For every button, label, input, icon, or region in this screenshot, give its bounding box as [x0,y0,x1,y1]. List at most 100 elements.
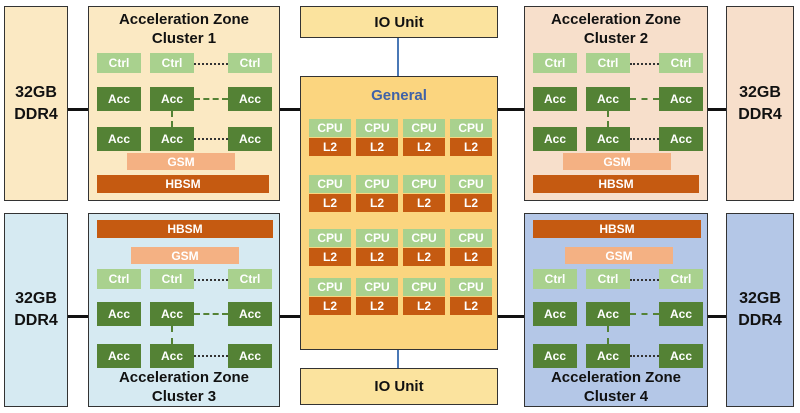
ctrl-unit: Ctrl [228,269,272,289]
acc-unit: Acc [97,87,141,111]
general-title: General [371,87,427,104]
acc-connector [607,326,609,344]
gsm-unit: GSM [565,247,673,264]
hbsm-unit: HBSM [97,175,269,193]
acceleration-zone-cluster-2: Acceleration Zone Cluster 2 Ctrl Ctrl Ct… [524,6,708,201]
l2-cache: L2 [450,248,492,266]
ctrl-unit: Ctrl [228,53,272,73]
acc-connector [194,355,228,357]
acc-connector [171,326,173,344]
link-cluster2-ddr [708,108,726,111]
cluster-title: Acceleration Zone Cluster 2 [550,11,682,47]
hbsm-unit: HBSM [97,220,273,238]
cpu-core: CPU [450,278,492,296]
acc-unit: Acc [533,87,577,111]
acc-unit: Acc [97,127,141,151]
ctrl-unit: Ctrl [150,53,194,73]
acc-unit: Acc [97,302,141,326]
acc-unit: Acc [228,302,272,326]
acc-unit: Acc [228,87,272,111]
l2-cache: L2 [356,248,398,266]
ctrl-connector [630,279,659,281]
acc-unit: Acc [659,302,703,326]
acc-unit: Acc [150,127,194,151]
ctrl-unit: Ctrl [533,269,577,289]
cpu-core: CPU [403,278,445,296]
acc-connector [194,98,228,100]
acc-connector [630,313,659,315]
acc-unit: Acc [586,344,630,368]
link-io-bottom [397,350,399,368]
acc-connector [194,138,228,140]
link-cluster4-ddr [708,315,726,318]
ctrl-unit: Ctrl [533,53,577,73]
acc-unit: Acc [150,87,194,111]
cpu-core: CPU [309,278,351,296]
l2-cache: L2 [403,194,445,212]
l2-cache: L2 [450,297,492,315]
cpu-core: CPU [403,175,445,193]
cluster-title: Acceleration Zone Cluster 4 [550,369,682,405]
l2-cache: L2 [403,138,445,156]
hbsm-unit: HBSM [533,220,701,238]
ddr4-memory-bottom-left: 32GB DDR4 [4,213,68,407]
acc-unit: Acc [97,344,141,368]
gsm-unit: GSM [563,153,671,170]
ctrl-unit: Ctrl [659,269,703,289]
l2-cache: L2 [450,194,492,212]
link-cluster1-general [280,108,300,111]
l2-cache: L2 [356,138,398,156]
ddr4-memory-top-left: 32GB DDR4 [4,6,68,201]
link-ddr-cluster3 [68,315,88,318]
ctrl-connector [630,63,659,65]
acc-connector [630,98,659,100]
ctrl-connector [194,63,228,65]
acc-unit: Acc [533,127,577,151]
link-general-cluster4 [498,315,524,318]
acc-connector [630,355,659,357]
acceleration-zone-cluster-3: HBSM GSM Ctrl Ctrl Ctrl Acc Acc Acc Acc … [88,213,280,407]
ctrl-connector [194,279,228,281]
ctrl-unit: Ctrl [659,53,703,73]
acc-connector [171,111,173,127]
l2-cache: L2 [309,138,351,156]
cpu-core: CPU [309,175,351,193]
acc-unit: Acc [586,87,630,111]
l2-cache: L2 [356,194,398,212]
cpu-core: CPU [450,229,492,247]
acc-unit: Acc [228,127,272,151]
ddr4-memory-bottom-right: 32GB DDR4 [726,213,794,407]
acc-unit: Acc [659,344,703,368]
link-io-top [397,38,399,76]
cpu-core: CPU [356,175,398,193]
acc-connector [607,111,609,127]
cpu-core: CPU [356,119,398,137]
cpu-core: CPU [309,229,351,247]
l2-cache: L2 [309,297,351,315]
acc-connector [194,313,228,315]
hbsm-unit: HBSM [533,175,699,193]
acc-unit: Acc [533,302,577,326]
link-general-cluster2 [498,108,524,111]
ctrl-unit: Ctrl [150,269,194,289]
cluster-title: Acceleration Zone Cluster 1 [118,11,250,47]
l2-cache: L2 [450,138,492,156]
cluster-title: Acceleration Zone Cluster 3 [118,369,250,405]
acc-unit: Acc [586,302,630,326]
acc-unit: Acc [150,302,194,326]
link-cluster3-general [280,315,300,318]
io-unit-bottom: IO Unit [300,368,498,405]
acc-unit: Acc [659,87,703,111]
cpu-core: CPU [403,229,445,247]
acc-unit: Acc [533,344,577,368]
io-unit-top: IO Unit [300,6,498,38]
acceleration-zone-cluster-4: HBSM GSM Ctrl Ctrl Ctrl Acc Acc Acc Acc … [524,213,708,407]
cpu-core: CPU [450,119,492,137]
ddr4-memory-top-right: 32GB DDR4 [726,6,794,201]
